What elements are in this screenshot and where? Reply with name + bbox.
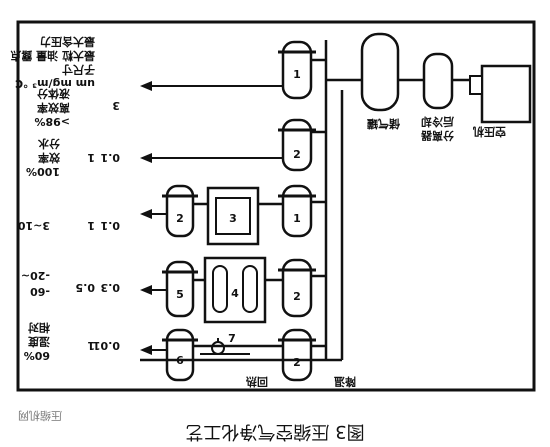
top-pipes [324, 40, 470, 360]
dryer-unit-3: 3 [206, 186, 260, 246]
svg-text:离效率: 离效率 [37, 101, 70, 115]
svg-text:2: 2 [176, 212, 184, 225]
svg-text:分水: 分水 [37, 137, 60, 151]
svg-text:2: 2 [293, 356, 301, 369]
aftercooler-label-1: 后冷却 [421, 115, 454, 129]
row-4: 0.3 0.5 -20~ -60 [21, 269, 120, 298]
svg-text:0.1: 0.1 [101, 219, 121, 232]
filter-column: 1 2 1 2 2 [278, 40, 316, 382]
svg-text:1: 1 [87, 339, 95, 352]
connecting-pipes [140, 58, 342, 362]
svg-text:湿度: 湿度 [27, 335, 50, 349]
main-filter-3: 1 [278, 184, 316, 238]
svg-text:5: 5 [176, 288, 184, 301]
main-filter-5: 2 [278, 328, 316, 382]
svg-text:7: 7 [228, 332, 236, 345]
diagram-frame [16, 20, 536, 392]
svg-text:4: 4 [231, 287, 239, 300]
svg-text:最大含压力: 最大含压力 [40, 35, 95, 49]
row-2: 0.1 1 分水 效率 100% [26, 137, 120, 178]
svg-text:3: 3 [112, 99, 120, 112]
compressor-label: 空压机 [473, 125, 506, 139]
svg-text:0.01: 0.01 [93, 339, 120, 352]
svg-text:最大粒 油量 露点: 最大粒 油量 露点 [10, 49, 95, 63]
left-filter-5: 5 [162, 260, 198, 318]
dryer-unit-4: 4 [203, 256, 267, 324]
svg-text:-60: -60 [30, 285, 50, 298]
svg-text:>98%: >98% [34, 115, 70, 128]
svg-text:相对: 相对 [28, 321, 50, 335]
svg-text:60%: 60% [24, 349, 50, 362]
row-3: 0.1 1 3~10 [17, 219, 120, 232]
left-filter-6: 6 [162, 328, 198, 382]
aftercooler-label-2: 分离器 [420, 129, 454, 143]
reheat-label: 回热 [246, 375, 268, 389]
watermark: 压缩机网 [18, 409, 62, 423]
svg-text:1: 1 [87, 219, 95, 232]
tank-label: 储气罐 [367, 117, 400, 131]
main-filter-4: 2 [278, 258, 316, 318]
svg-text:1: 1 [293, 68, 301, 81]
cooling-label: 降温 [334, 375, 356, 389]
row-1: 3 液体分 离效率 >98% [34, 87, 120, 128]
outlet-arrows [140, 81, 283, 355]
unit-7: 7 [200, 332, 250, 355]
svg-text:-20~: -20~ [21, 269, 50, 282]
header-block: 最大含压力 最大粒 油量 露点 子尺寸 um mg/m³ ℃ [10, 35, 95, 90]
svg-text:效率: 效率 [38, 151, 60, 165]
svg-text:3~10: 3~10 [17, 219, 50, 232]
svg-text:0.5: 0.5 [76, 281, 96, 294]
left-filters: 2 5 6 [162, 184, 198, 382]
left-filter-2: 2 [162, 184, 198, 238]
svg-text:液体分: 液体分 [37, 87, 70, 101]
row-5: 0.01 1 相对 湿度 60% [24, 321, 120, 362]
svg-text:2: 2 [293, 290, 301, 303]
svg-text:1: 1 [293, 212, 301, 225]
svg-text:1: 1 [87, 151, 95, 164]
main-filter-1: 1 [278, 40, 316, 100]
main-filter-2: 2 [278, 118, 316, 172]
svg-text:2: 2 [293, 148, 301, 161]
aftercooler-separator: 后冷却 分离器 [420, 52, 454, 143]
air-receiver-tank: 储气罐 [360, 32, 400, 131]
svg-text:0.3: 0.3 [101, 281, 121, 294]
figure-caption: 图3 压缩空气净化工艺 [185, 421, 364, 442]
svg-text:um mg/m³ ℃: um mg/m³ ℃ [15, 77, 95, 90]
svg-text:3: 3 [229, 212, 237, 225]
svg-text:0.1: 0.1 [101, 151, 121, 164]
svg-text:100%: 100% [26, 165, 60, 178]
compressor: 空压机 [469, 64, 532, 139]
svg-text:子尺寸: 子尺寸 [62, 63, 95, 77]
